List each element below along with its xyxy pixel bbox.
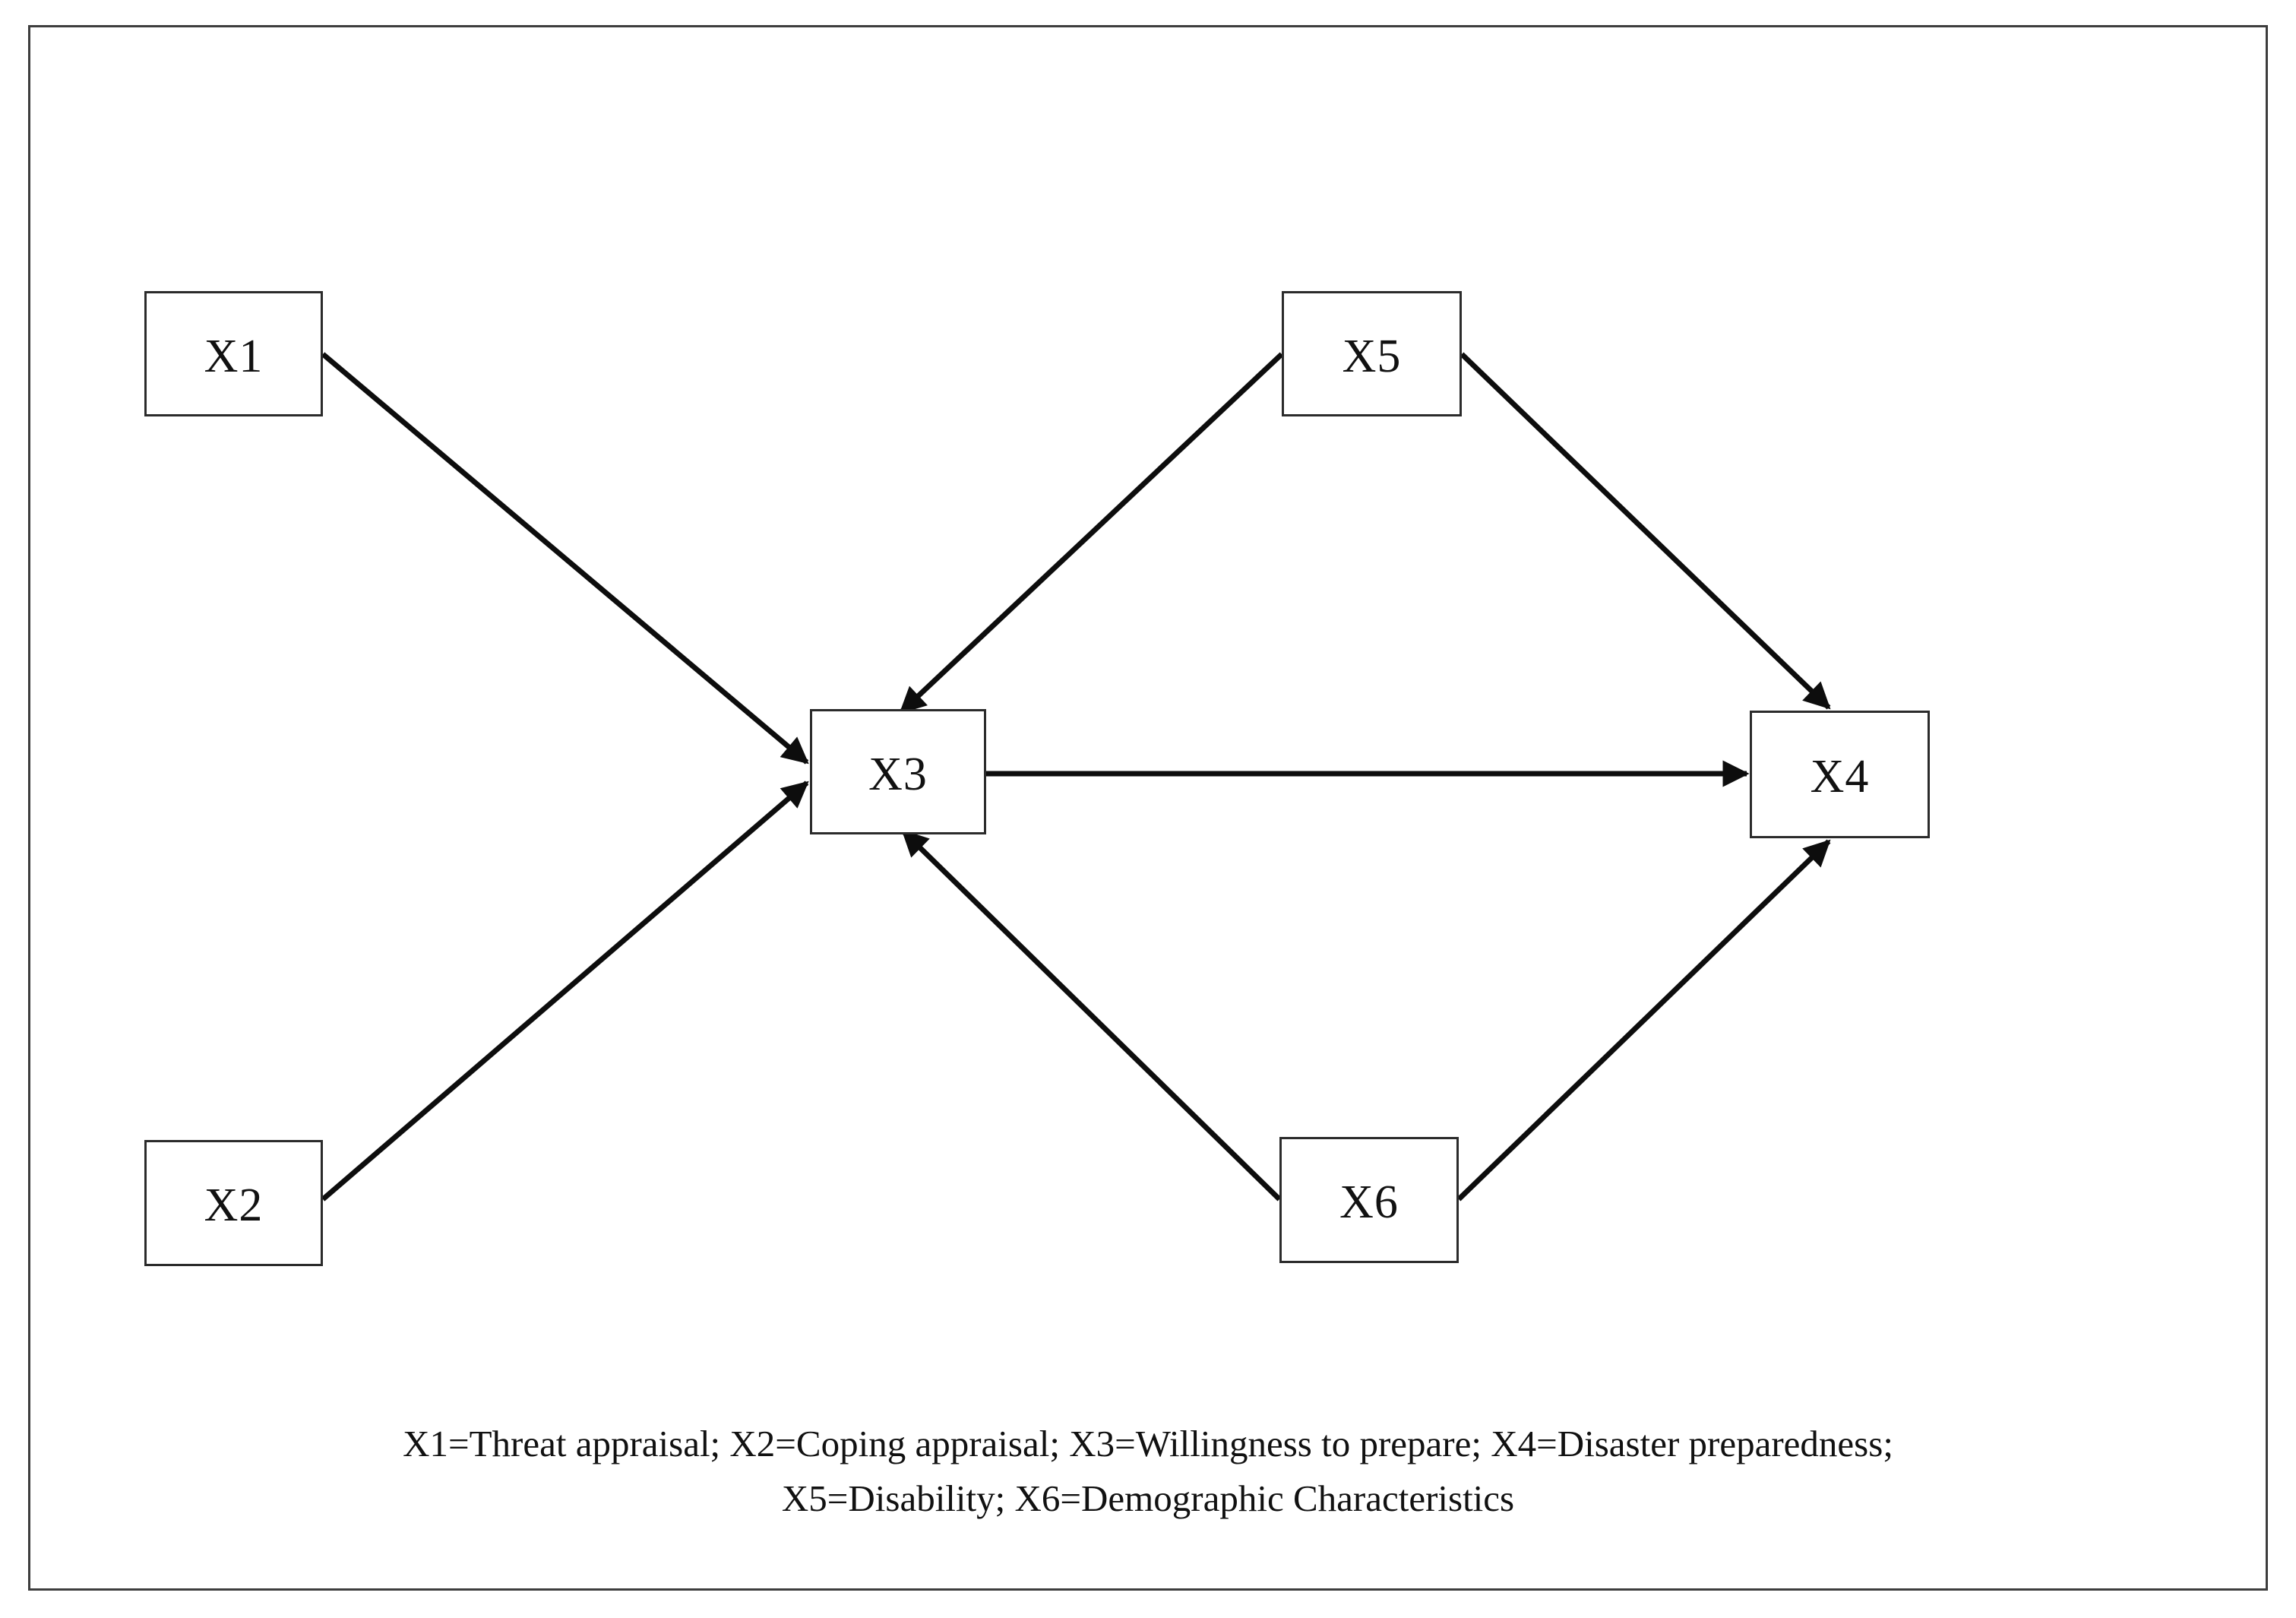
figure-border <box>28 25 2268 1591</box>
node-label-x4: X4 <box>1810 751 1870 803</box>
edge-arrow-X1-to-X3 <box>321 352 809 765</box>
node-x4: X4 <box>1750 711 1930 838</box>
node-x5: X5 <box>1282 291 1462 416</box>
edge-arrow-X6-to-X4 <box>1456 839 1831 1202</box>
caption-line-2: X5=Disability; X6=Demographic Characteri… <box>781 1477 1515 1519</box>
node-label-x1: X1 <box>204 330 264 382</box>
node-x2: X2 <box>144 1140 323 1266</box>
node-x1: X1 <box>144 291 323 416</box>
node-x3: X3 <box>810 709 986 834</box>
node-label-x6: X6 <box>1339 1176 1399 1228</box>
node-label-x5: X5 <box>1342 330 1402 382</box>
node-label-x2: X2 <box>204 1179 264 1231</box>
edge-arrow-X5-to-X3 <box>899 352 1284 714</box>
edge-arrow-X5-to-X4 <box>1460 352 1831 710</box>
edge-group <box>321 352 1831 1202</box>
figure-caption: X1=Threat appraisal; X2=Coping appraisal… <box>0 1417 2296 1526</box>
caption-line-1: X1=Threat appraisal; X2=Coping appraisal… <box>403 1423 1893 1464</box>
edge-arrow-X2-to-X3 <box>321 781 809 1202</box>
node-x6: X6 <box>1279 1137 1459 1263</box>
edge-arrow-X6-to-X3 <box>901 829 1282 1202</box>
node-label-x3: X3 <box>868 748 928 800</box>
